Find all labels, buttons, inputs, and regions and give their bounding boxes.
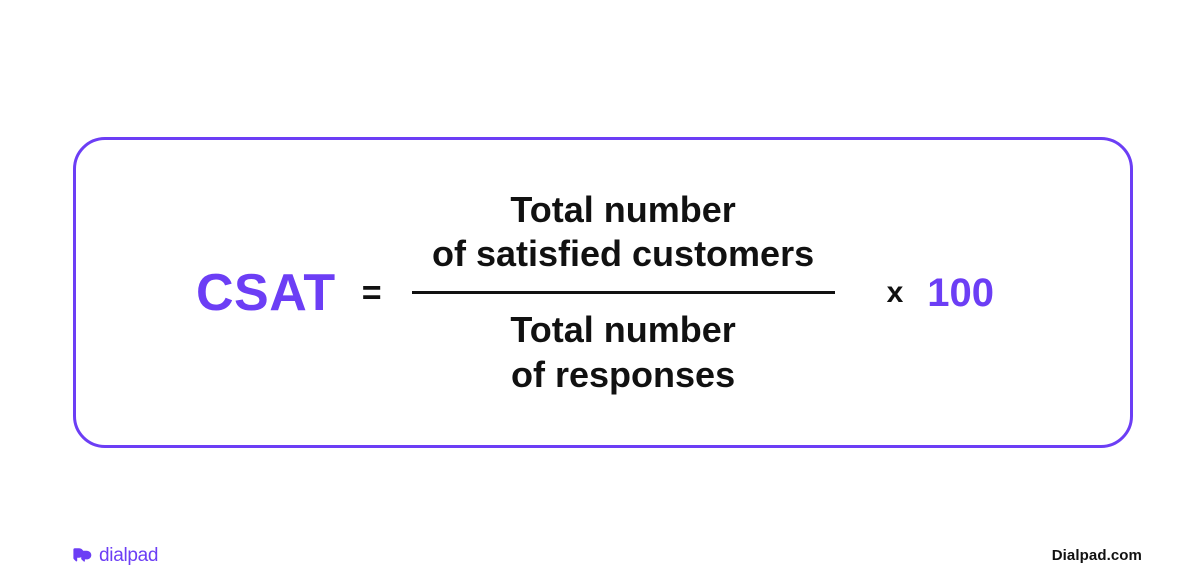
csat-equation: CSAT = Total number of satisfied custome… — [76, 140, 1130, 445]
equals-sign: = — [361, 273, 382, 312]
denominator-line-2: of responses — [511, 353, 736, 395]
metric-label: CSAT — [196, 263, 336, 322]
multiply-sign: x — [886, 275, 904, 309]
dialpad-logo: dialpad — [73, 544, 158, 566]
dialpad-speech-bubble-mark — [73, 548, 92, 562]
numerator-line-1: Total number — [510, 188, 736, 230]
numerator-line-2: of satisfied customers — [432, 233, 815, 275]
fraction-denominator: Total number of responses — [510, 294, 735, 397]
formula-card: CSAT = Total number of satisfied custome… — [73, 137, 1133, 448]
fraction-bar — [411, 291, 835, 294]
dialpad-wordmark: dialpad — [99, 544, 159, 566]
multiplier-value: 100 — [927, 270, 994, 315]
fraction-numerator: Total number of satisfied customers — [432, 188, 814, 291]
fraction: Total number of satisfied customers Tota… — [411, 188, 835, 398]
dialpad-url: Dialpad.com — [1051, 547, 1142, 564]
equation-inner: CSAT = Total number of satisfied custome… — [196, 188, 994, 398]
denominator-line-1: Total number — [510, 309, 736, 350]
